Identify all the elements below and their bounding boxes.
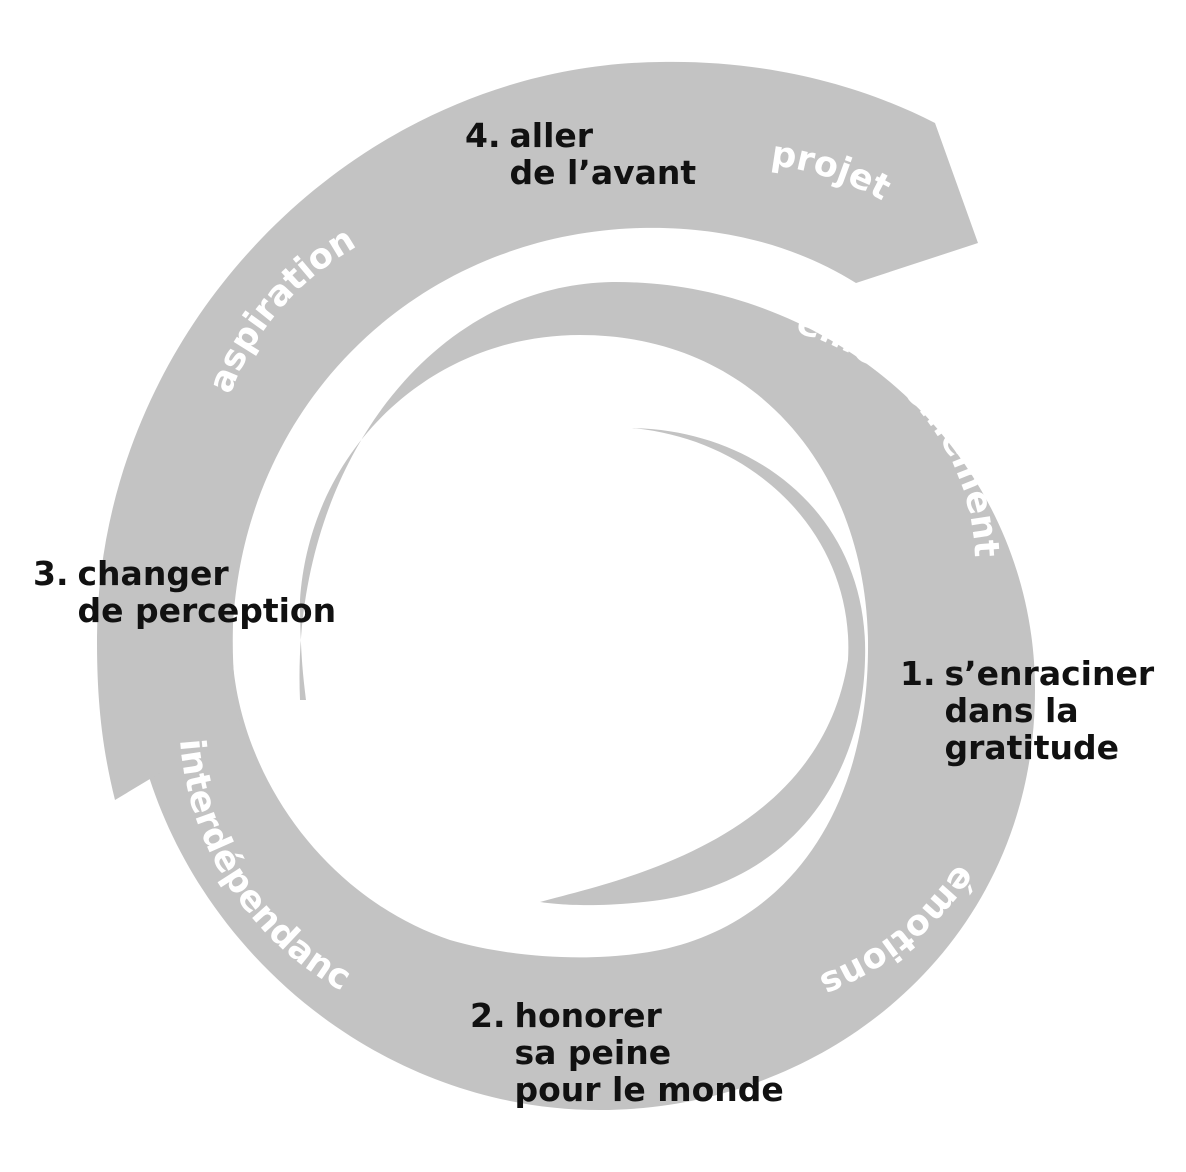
step-line: aller (509, 116, 594, 155)
spiral-inner-tail (540, 428, 866, 906)
step-line: pour le monde (514, 1070, 784, 1109)
step-number: 4. (465, 116, 501, 155)
spiral-middle-band (140, 281, 1035, 1110)
step-2-label: 2. honorer sa peine pour le monde (470, 997, 784, 1108)
step-line: gratitude (944, 728, 1120, 767)
step-line: honorer (514, 996, 662, 1035)
step-number: 1. (900, 654, 936, 693)
step-3-label: 3. changer de perception (33, 555, 336, 629)
step-1-label: 1. s’enraciner dans la gratitude (900, 655, 1154, 766)
step-number: 3. (33, 554, 69, 593)
step-number: 2. (470, 996, 506, 1035)
spiral-outer-band (97, 61, 978, 801)
step-line: changer (77, 554, 229, 593)
step-line: s’enraciner (944, 654, 1155, 693)
step-line: de l’avant (509, 153, 697, 192)
step-line: de perception (77, 591, 337, 630)
step-line: sa peine (514, 1033, 672, 1072)
step-4-label: 4. aller de l’avant (465, 117, 696, 191)
step-line: dans la (944, 691, 1079, 730)
